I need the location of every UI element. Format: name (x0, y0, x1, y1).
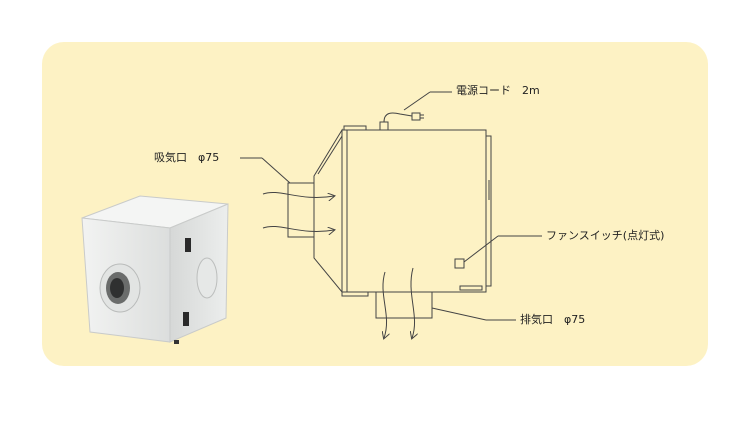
power-cord-label: 電源コード 2m (456, 84, 540, 97)
unit-side-view (287, 112, 492, 319)
intake-label: 吸気口 φ75 (154, 151, 220, 164)
leader-lines (240, 91, 542, 321)
airflow-arrow-icon (262, 192, 415, 338)
exhaust-label: 排気口 φ75 (520, 313, 586, 326)
fan-switch-label: ファンスイッチ(点灯式) (546, 229, 665, 242)
unit-photo (81, 195, 229, 344)
